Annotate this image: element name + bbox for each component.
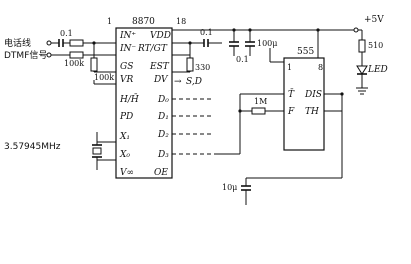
decoder-pin-in-minus: IN⁻	[119, 44, 136, 54]
decoder-pin-hh: H/H̄	[119, 93, 139, 105]
decoder-pin-d0: D₀	[157, 95, 169, 105]
bulk-capacitor-value: 100μ	[257, 39, 277, 48]
crystal-frequency-label: 3.57945MHz	[4, 142, 61, 152]
decoder-pin1-number: 1	[107, 17, 112, 26]
decoder-pin-pd: PD	[119, 112, 133, 122]
decoder-ic-body	[115, 27, 173, 179]
junction-rtgt	[188, 41, 192, 45]
phone-line-label: 电话线	[4, 37, 31, 49]
bulk-capacitor	[245, 41, 255, 47]
d3-to-timer-wiring	[214, 93, 284, 155]
timing-capacitor-value: 10μ	[222, 183, 237, 192]
input-resistor-value: 100k	[64, 59, 84, 68]
supply-label: +5V	[364, 15, 384, 25]
decoder-pin-oe: OE	[154, 168, 168, 178]
input-capacitor-value: 0.1	[60, 29, 73, 38]
input-resistor-b	[69, 51, 84, 59]
decoder-pin-x1: X₁	[119, 132, 130, 142]
led-label: LED	[367, 65, 388, 75]
decoder-pin-vss: V∞	[120, 168, 134, 178]
input-terminal-a	[46, 40, 52, 46]
timer-1m-resistor-value: 1M	[254, 97, 267, 106]
timer-1m-resistor	[251, 107, 266, 115]
rtgt-capacitor	[203, 39, 209, 47]
timer-pin8-number: 8	[318, 63, 323, 72]
led-resistor	[358, 39, 366, 53]
input-capacitor	[58, 39, 64, 47]
timing-capacitor	[241, 178, 251, 205]
timer-pin-dis: DIS	[304, 90, 322, 100]
timer-pin-f: F	[287, 107, 295, 117]
dtmf-signal-label: DTMF信号	[4, 49, 47, 61]
led-diode	[356, 65, 368, 95]
dv-target-label: S,D	[186, 77, 202, 87]
dv-arrow: →	[174, 77, 182, 87]
junction-dis	[340, 92, 344, 96]
decoder-pin-d2: D₂	[157, 130, 169, 140]
junction-trigger	[238, 109, 242, 113]
crystal-oscillator	[92, 132, 116, 170]
timer-ic-body	[283, 57, 325, 151]
decoder-pin-est: EST	[149, 62, 170, 72]
decoder-pin-dv: DV	[153, 75, 169, 85]
input-resistor-a	[69, 39, 84, 47]
decoder-ic-name: 8870	[132, 17, 155, 27]
decoder-pin-vdd: VDD	[150, 31, 171, 41]
decoder-pin-d3: D₃	[157, 150, 169, 160]
bypass-capacitor	[229, 41, 239, 47]
decoder-pin18-number: 18	[176, 17, 186, 26]
timer-pin1-number: 1	[287, 63, 292, 72]
decoder-pin-in-plus: IN⁺	[119, 31, 136, 41]
timer-output-wiring	[246, 93, 343, 179]
decoder-pin-x0: X₀	[119, 150, 130, 160]
timer-ic-name: 555	[297, 47, 314, 57]
junction-bulk	[248, 28, 252, 32]
junction-in-minus	[92, 41, 96, 45]
supply-terminal	[353, 27, 359, 33]
rtgt-capacitor-value: 0.1	[200, 28, 213, 37]
junction-bypass	[232, 28, 236, 32]
est-resistor	[186, 57, 194, 72]
est-resistor-value: 330	[195, 63, 210, 72]
decoder-pin-rtgt: RT/GT	[137, 44, 168, 54]
bypass-capacitor-value: 0.1	[236, 55, 249, 64]
input-terminal-b	[46, 52, 52, 58]
timer-pin-th: TH	[305, 107, 319, 117]
junction-timer-vcc	[316, 28, 320, 32]
gs-resistor-value: 100k	[94, 73, 114, 82]
timer-pin-trig: T̄	[288, 88, 295, 100]
decoder-pin-gs: GS	[120, 62, 133, 72]
decoder-pin-vr: VR	[120, 75, 133, 85]
supply-rail	[172, 29, 363, 66]
decoder-pin-d1: D₁	[157, 112, 169, 122]
led-resistor-value: 510	[368, 41, 383, 50]
gs-feedback-resistor	[90, 57, 98, 72]
